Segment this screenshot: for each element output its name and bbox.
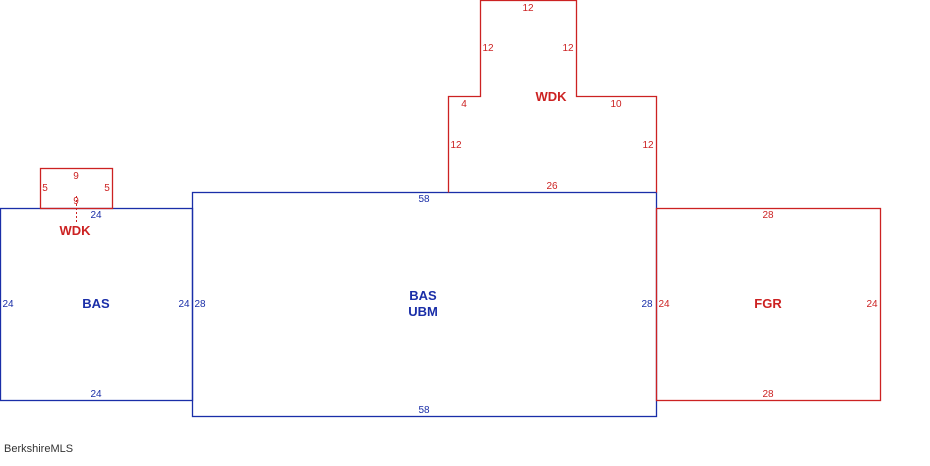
wdk-top-step-left-dim: 4	[461, 99, 467, 110]
wdk-top-top-dim: 12	[522, 3, 534, 14]
wdk-top-label: WDK	[535, 89, 567, 104]
bas-main-bottom-dim: 58	[418, 405, 430, 416]
wdk-small-right-dim: 5	[104, 183, 110, 194]
wdk-small-top-dim: 9	[73, 171, 79, 182]
wdk-top-lower-right-dim: 12	[642, 140, 654, 151]
fgr-right-dim: 24	[866, 299, 878, 310]
fgr-left-dim: 24	[658, 299, 670, 310]
bas-main-right-dim: 28	[641, 299, 653, 310]
bas-left-left-dim: 24	[2, 299, 14, 310]
wdk-top-step-right-dim: 10	[610, 99, 622, 110]
fgr-top-dim: 28	[762, 210, 774, 221]
wdk-small-label: WDK	[59, 223, 91, 238]
bas-left-label: BAS	[82, 296, 110, 311]
wdk-top-outline	[447, 0, 658, 193]
fgr-outline	[655, 207, 882, 402]
bas-left-bottom-dim: 24	[90, 389, 102, 400]
fgr-label: FGR	[754, 296, 782, 311]
bas-main-left-dim: 28	[194, 299, 206, 310]
wdk-small-left-dim: 5	[42, 183, 48, 194]
wdk-small-bottom-dim: 9	[73, 196, 79, 207]
ubm-label: UBM	[408, 304, 438, 319]
wdk-top-upper-left-dim: 12	[482, 43, 494, 54]
bas-main-top-dim: 58	[418, 194, 430, 205]
bas-left-top-dim: 24	[90, 210, 102, 221]
fgr-bottom-dim: 28	[762, 389, 774, 400]
bas-left-right-dim: 24	[178, 299, 190, 310]
wdk-top-lower-left-dim: 12	[450, 140, 462, 151]
wdk-top-upper-right-dim: 12	[562, 43, 574, 54]
wdk-top-bottom-dim: 26	[546, 181, 558, 192]
bas-main-label: BAS	[409, 288, 437, 303]
source-watermark: BerkshireMLS	[4, 443, 73, 455]
